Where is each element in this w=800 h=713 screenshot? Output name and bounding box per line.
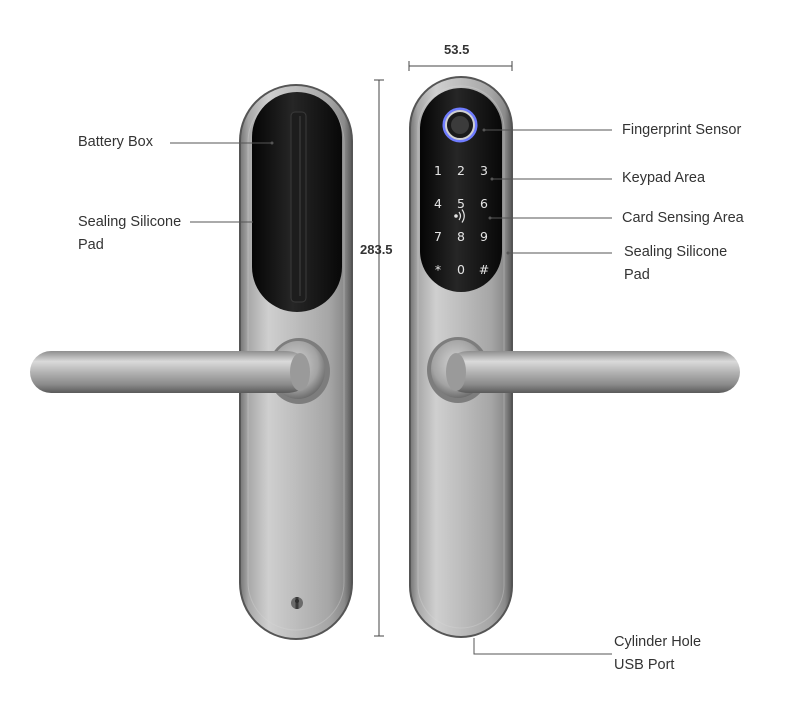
- keypad-panel: [420, 88, 502, 292]
- label-battery-box: Battery Box: [78, 134, 153, 150]
- width-dimension-line: [408, 61, 513, 71]
- label-usb-port: USB Port: [614, 657, 675, 673]
- keypad-key-6: 6: [480, 196, 488, 211]
- keypad-key-1: 1: [434, 163, 442, 178]
- height-dimension-line: [374, 79, 384, 637]
- keypad-key-star: *: [435, 262, 441, 277]
- battery-box: [252, 92, 342, 312]
- height-dimension-label: 283.5: [360, 242, 393, 257]
- keypad-key-8: 8: [457, 229, 465, 244]
- keypad-key-7: 7: [434, 229, 442, 244]
- width-dimension-label: 53.5: [444, 42, 470, 57]
- leader-bottom: [473, 638, 612, 655]
- keypad-key-hash: #: [479, 262, 489, 277]
- fingerprint-sensor-icon: [442, 107, 478, 143]
- keypad-key-4: 4: [434, 196, 442, 211]
- label-bottom: Cylinder Hole USB Port: [614, 631, 701, 677]
- keypad-key-3: 3: [480, 163, 488, 178]
- keypad-key-0: 0: [457, 262, 465, 277]
- label-sealing-pad-left: Sealing Silicone Pad: [78, 211, 181, 257]
- label-sealing-pad-left-line2: Pad: [78, 237, 104, 253]
- label-fingerprint-sensor: Fingerprint Sensor: [622, 122, 742, 138]
- right-handle: [427, 337, 740, 403]
- keypad-key-2: 2: [457, 163, 465, 178]
- label-cylinder-hole: Cylinder Hole: [614, 634, 702, 650]
- card-sensing-icon: [454, 209, 465, 223]
- label-sealing-pad-right: Sealing Silicone Pad: [624, 241, 727, 287]
- label-card-sensing-area: Card Sensing Area: [622, 210, 744, 226]
- label-sealing-pad-right-line2: Pad: [624, 267, 650, 283]
- keypad-key-9: 9: [480, 229, 488, 244]
- label-sealing-pad-left-line1: Sealing Silicone: [78, 214, 182, 230]
- leader-lines: [170, 128, 612, 655]
- keypad-key-5: 5: [457, 196, 465, 211]
- label-sealing-pad-right-line1: Sealing Silicone: [624, 244, 728, 260]
- cylinder-hole-left: [291, 597, 303, 609]
- left-handle: [30, 338, 330, 404]
- label-keypad-area: Keypad Area: [622, 170, 706, 186]
